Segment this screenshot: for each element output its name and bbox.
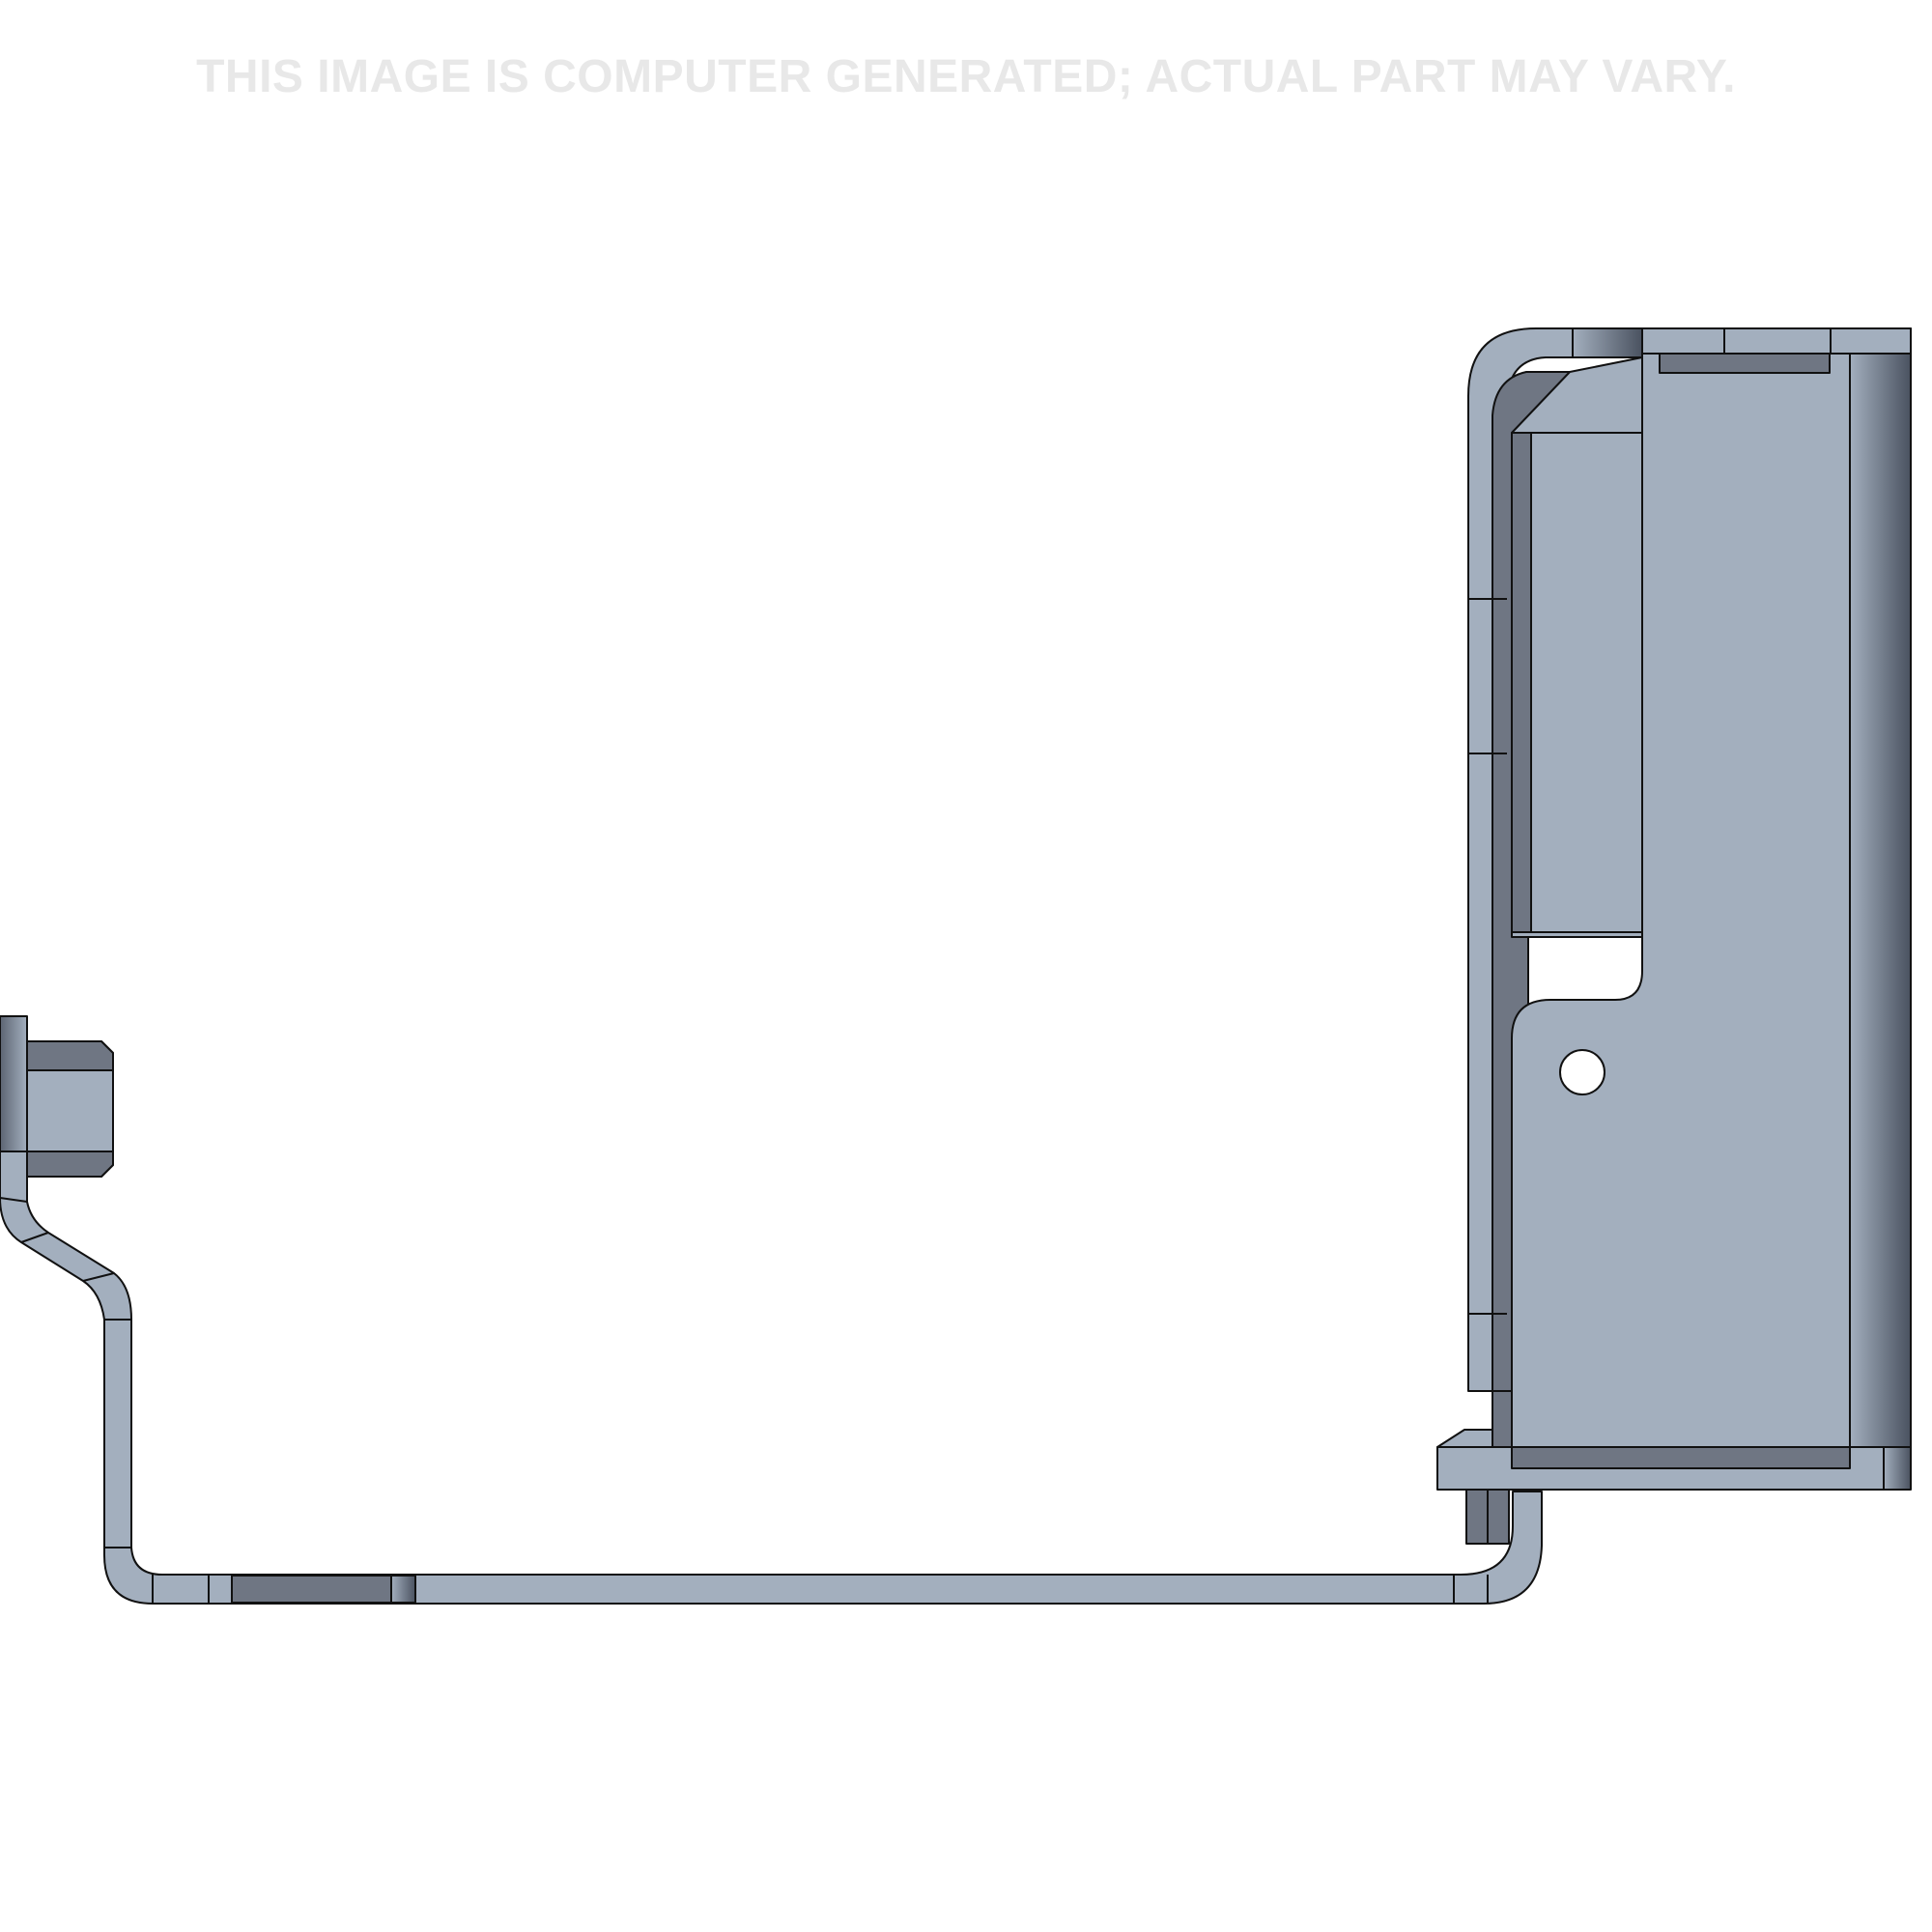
strap-band	[0, 1151, 1543, 1605]
strap-bend-line	[82, 1272, 115, 1282]
pocket-shadow	[1511, 432, 1532, 933]
bracket-top-band	[1572, 327, 1643, 358]
bent-strap	[0, 1151, 1543, 1605]
strap-slot-edge	[390, 1575, 416, 1604]
disclaimer-watermark: THIS IMAGE IS COMPUTER GENERATED; ACTUAL…	[196, 51, 1736, 102]
nut-hex-bottom-facet	[26, 1151, 114, 1178]
bracket-top-inset	[1659, 353, 1831, 374]
foot-plate-end	[1883, 1446, 1912, 1491]
bracket-body	[1467, 327, 1912, 1469]
bracket-lower-step	[1492, 1390, 1513, 1448]
bracket-upper-pocket	[1530, 432, 1643, 933]
bracket-right-edge	[1849, 353, 1912, 1448]
flange-nut	[0, 1015, 114, 1178]
strap-bend-line	[20, 1232, 49, 1243]
mounting-hole	[1559, 1049, 1605, 1095]
bracket-top-band	[1641, 327, 1912, 355]
nut-flange	[0, 1015, 28, 1152]
nut-hex-top-facet	[26, 1040, 114, 1071]
strap-slot	[231, 1575, 392, 1604]
bracket-bottom-band	[1511, 1446, 1851, 1469]
strap-bend-line	[0, 1197, 28, 1203]
